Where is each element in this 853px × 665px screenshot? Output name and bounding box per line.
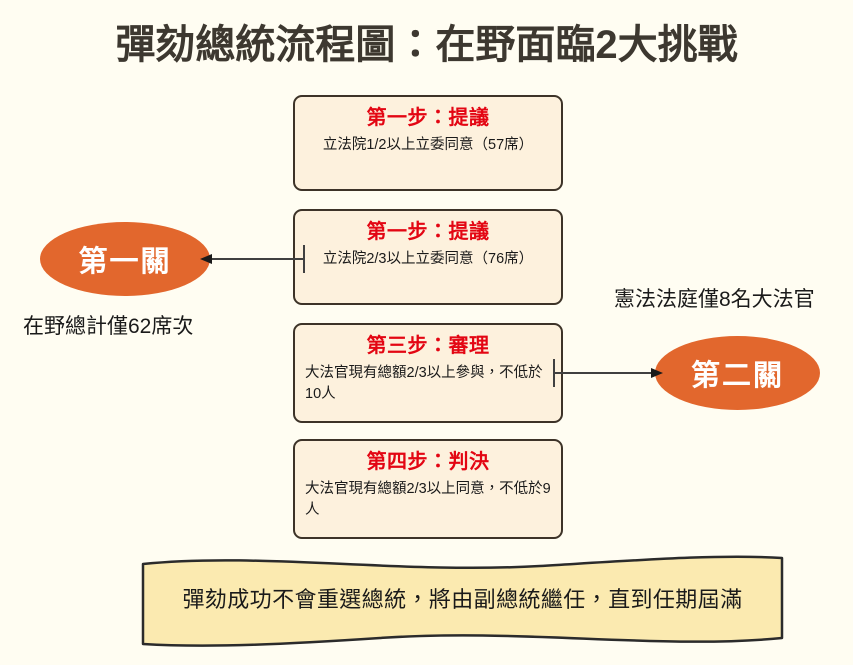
step-3-title: 第三步：審理 xyxy=(366,335,490,357)
step-box-4: 第四步：判決 大法官現有總額2/3以上同意，不低於9人 xyxy=(293,439,563,539)
gate-one-label: 第一關 xyxy=(78,246,172,278)
gate-two-caption: 憲法法庭僅8名大法官 xyxy=(614,288,815,311)
arrow-right-icon xyxy=(553,359,663,387)
step-3-description: 大法官現有總額2/3以上參與，不低於10人 xyxy=(305,365,543,403)
step-2-description: 立法院2/3以上立委同意（76席） xyxy=(322,251,534,267)
banner-ribbon-shape xyxy=(141,555,784,647)
gate-two-ellipse: 第二關 xyxy=(655,336,820,410)
gate-one-caption: 在野總計僅62席次 xyxy=(23,315,194,338)
step-4-description: 大法官現有總額2/3以上同意，不低於9人 xyxy=(305,481,551,519)
step-box-2: 第一步：提議 立法院2/3以上立委同意（76席） xyxy=(293,209,563,305)
step-box-1: 第一步：提議 立法院1/2以上立委同意（57席） xyxy=(293,95,563,191)
page-title: 彈劾總統流程圖：在野面臨2大挑戰 xyxy=(115,23,738,67)
step-1-title: 第一步：提議 xyxy=(366,107,490,129)
step-1-description: 立法院1/2以上立委同意（57席） xyxy=(322,137,534,153)
gate-one-ellipse: 第一關 xyxy=(40,222,210,296)
step-box-3: 第三步：審理 大法官現有總額2/3以上參與，不低於10人 xyxy=(293,323,563,423)
step-2-title: 第一步：提議 xyxy=(366,221,490,243)
step-4-title: 第四步：判決 xyxy=(366,451,490,473)
arrow-left-icon xyxy=(200,245,305,273)
banner-text: 彈劾成功不會重選總統，將由副總統繼任，直到任期屆滿 xyxy=(182,587,743,612)
bottom-banner: 彈劾成功不會重選總統，將由副總統繼任，直到任期屆滿 xyxy=(140,552,785,652)
gate-two-label: 第二關 xyxy=(690,360,784,392)
